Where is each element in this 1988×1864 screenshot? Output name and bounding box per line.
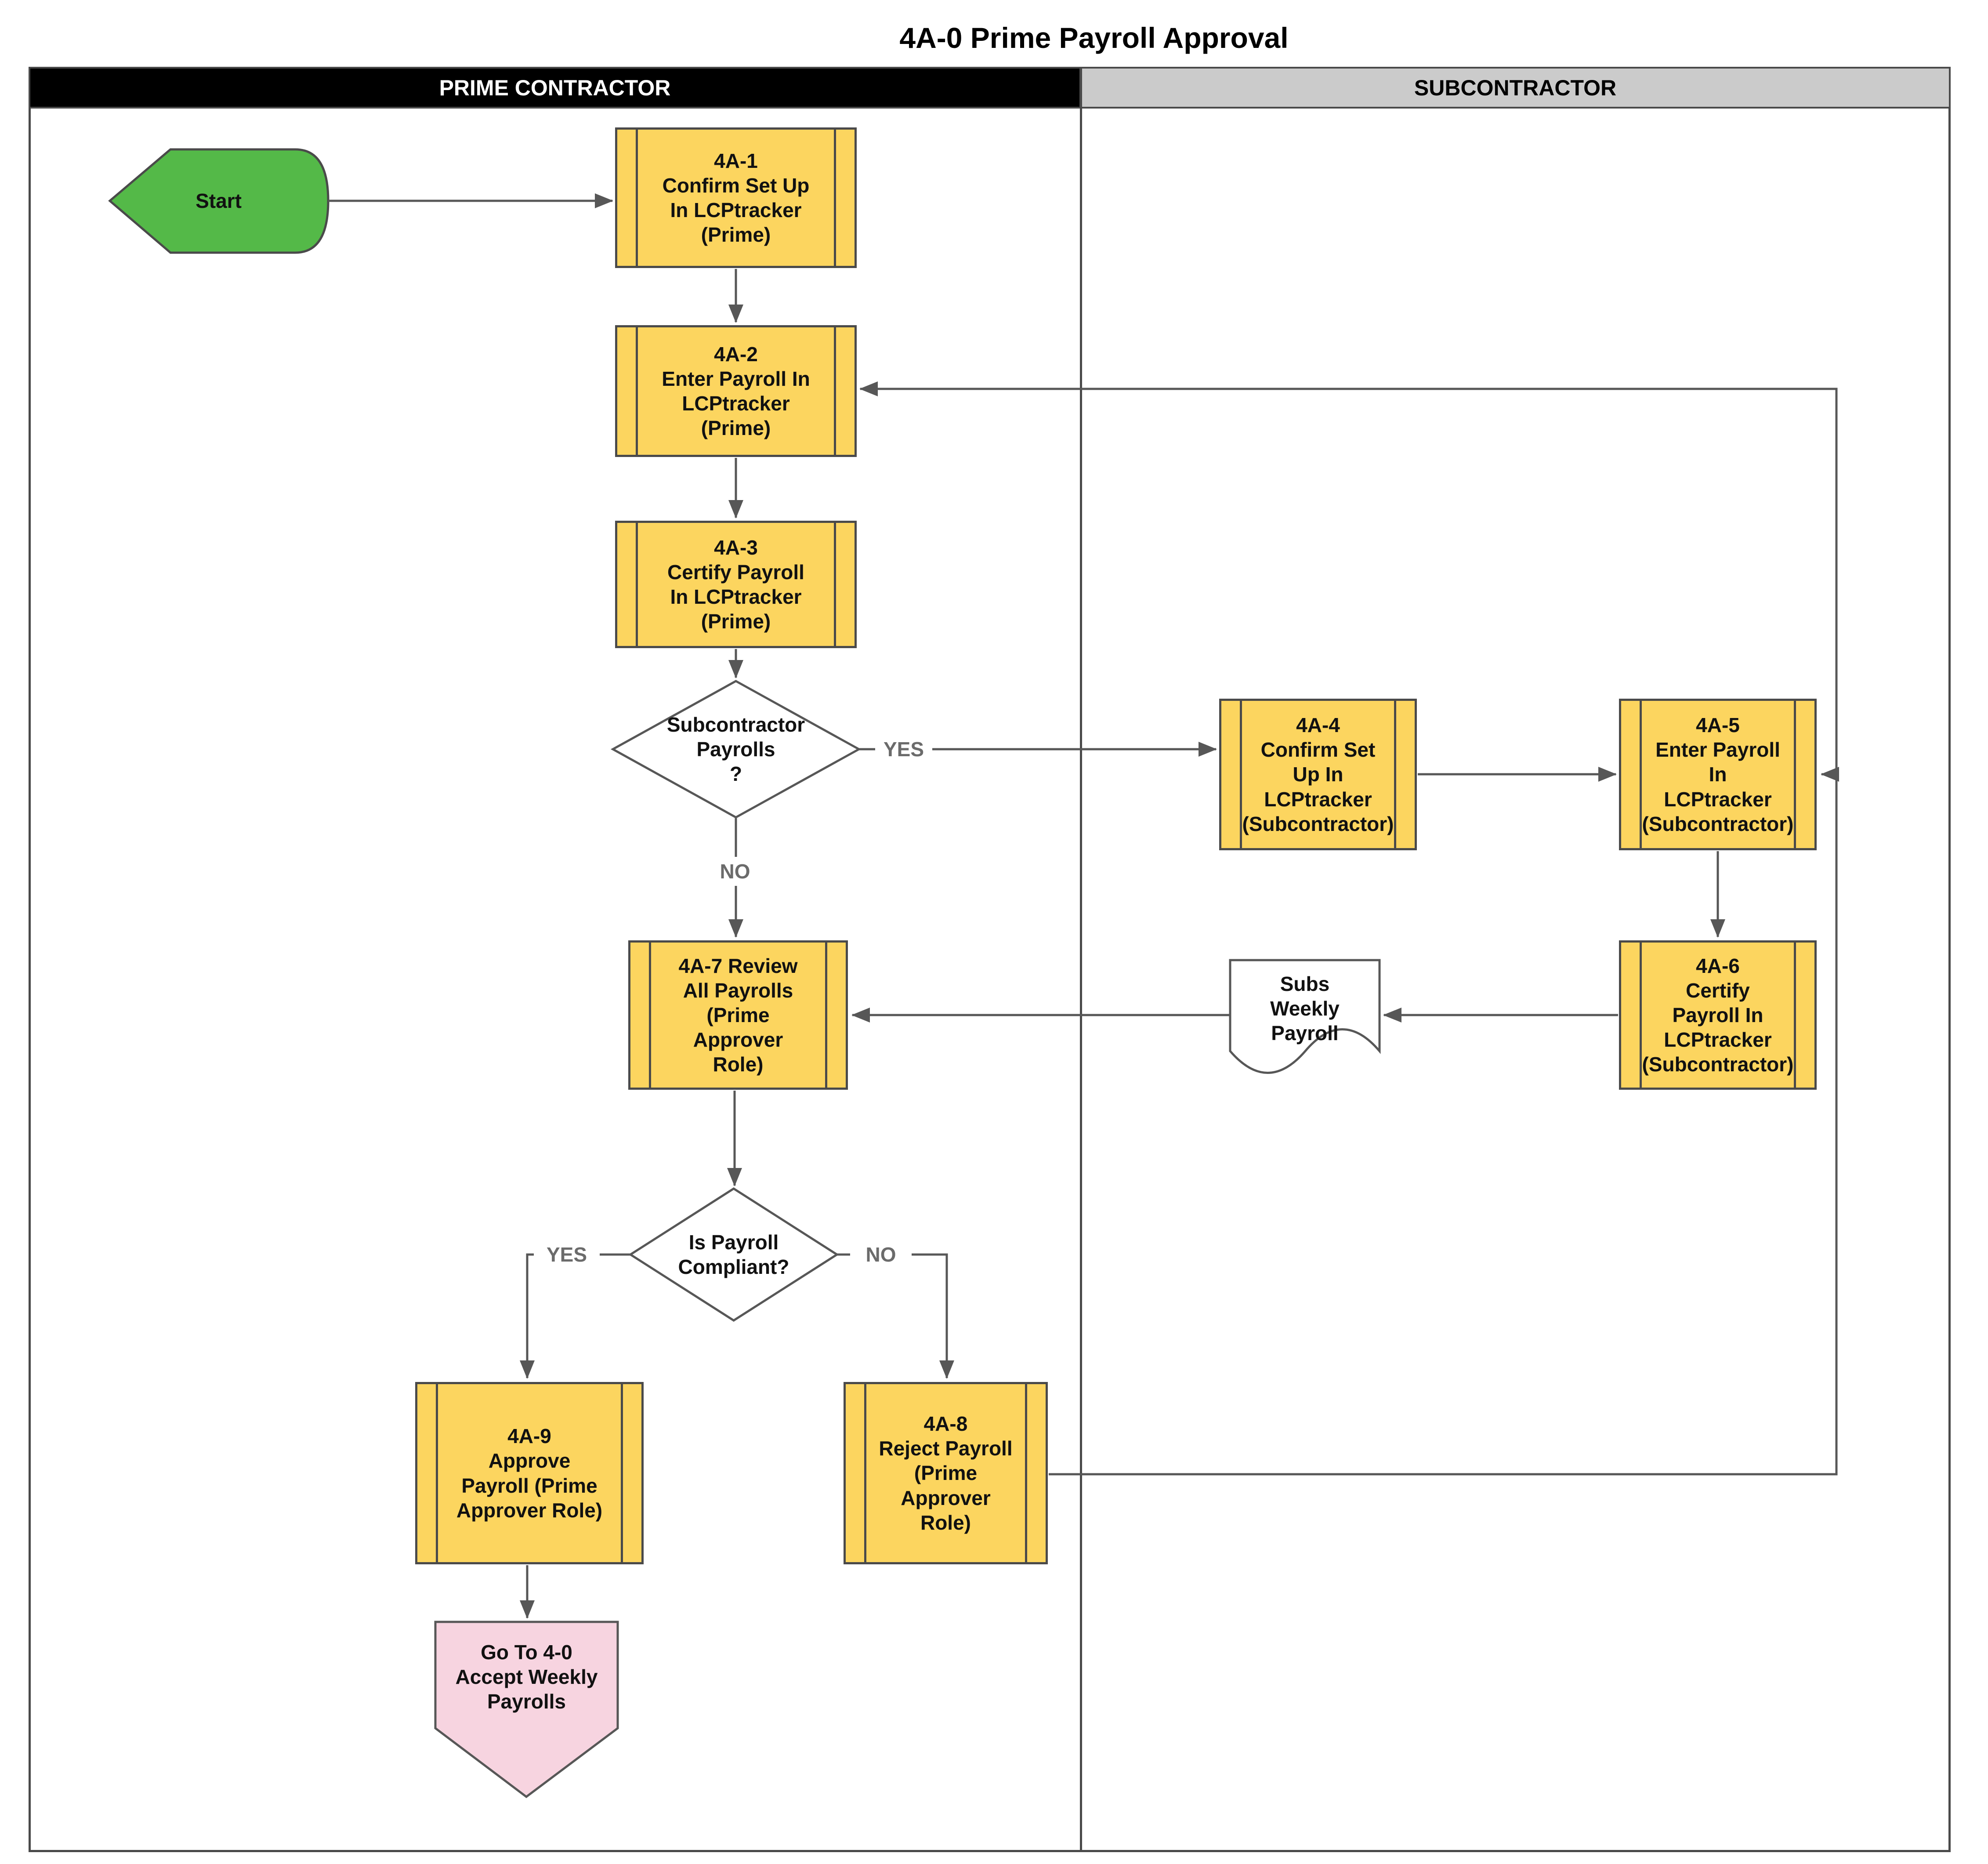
process-step-4a6: 4A-6 Certify Payroll In LCPtracker (Subc…	[1619, 940, 1817, 1090]
decision-is-payroll-compliant: Is Payroll Compliant?	[630, 1189, 837, 1320]
process-bar-left	[649, 943, 651, 1088]
edge-4a8-feedback-to-4a2	[859, 381, 1838, 1476]
process-bar-right	[834, 327, 836, 455]
process-step-4a3: 4A-3 Certify Payroll In LCPtracker (Prim…	[615, 521, 857, 648]
edge-label-decision1-no: NO	[702, 857, 768, 886]
process-step-4a5: 4A-5 Enter Payroll In LCPtracker (Subcon…	[1619, 699, 1817, 850]
process-bar-left	[636, 523, 638, 646]
process-step-4a9-label: 4A-9 Approve Payroll (Prime Approver Rol…	[456, 1425, 603, 1522]
offpage-connector-goto-4-0: Go To 4-0 Accept Weekly Payrolls	[435, 1622, 618, 1732]
edge-decision2-yes-to-4a9	[520, 1253, 630, 1379]
process-bar-right	[1794, 943, 1796, 1088]
process-step-4a1-label: 4A-1 Confirm Set Up In LCPtracker (Prime…	[662, 149, 810, 247]
process-bar-right	[834, 523, 836, 646]
process-bar-right	[1794, 701, 1796, 848]
process-bar-right	[825, 943, 827, 1088]
edge-label-decision2-yes: YES	[534, 1240, 600, 1269]
process-bar-left	[636, 327, 638, 455]
process-bar-right	[1025, 1384, 1027, 1562]
process-step-4a8-label: 4A-8 Reject Payroll (Prime Approver Role…	[879, 1412, 1013, 1534]
process-step-4a1: 4A-1 Confirm Set Up In LCPtracker (Prime…	[615, 127, 857, 268]
decision-is-payroll-compliant-shape	[628, 1187, 839, 1322]
decision-subcontractor-payrolls-shape	[610, 680, 862, 819]
start-terminator: Start	[110, 149, 327, 253]
process-bar-left	[636, 130, 638, 266]
document-subs-weekly-payroll: Subs Weekly Payroll	[1230, 962, 1380, 1055]
process-step-4a8: 4A-8 Reject Payroll (Prime Approver Role…	[844, 1382, 1048, 1564]
lane-divider	[1080, 67, 1082, 1852]
decision-subcontractor-payrolls: Subcontractor Payrolls ?	[613, 681, 859, 817]
process-step-4a4-label: 4A-4 Confirm Set Up In LCPtracker (Subco…	[1242, 714, 1394, 835]
process-step-4a5-label: 4A-5 Enter Payroll In LCPtracker (Subcon…	[1642, 714, 1794, 835]
offpage-connector-label: Go To 4-0 Accept Weekly Payrolls	[455, 1640, 598, 1713]
process-bar-left	[864, 1384, 866, 1562]
process-step-4a2-label: 4A-2 Enter Payroll In LCPtracker (Prime)	[662, 342, 810, 440]
process-step-4a2: 4A-2 Enter Payroll In LCPtracker (Prime)	[615, 325, 857, 457]
decision2-label: Is Payroll Compliant?	[678, 1230, 789, 1278]
process-step-4a3-label: 4A-3 Certify Payroll In LCPtracker (Prim…	[667, 536, 804, 633]
process-bar-right	[1394, 701, 1396, 848]
edge-decision2-no-to-4a8	[837, 1253, 954, 1379]
process-bar-right	[621, 1384, 623, 1562]
process-bar-right	[834, 130, 836, 266]
start-label: Start	[196, 189, 242, 213]
process-step-4a7-label: 4A-7 Review All Payrolls (Prime Approver…	[678, 954, 798, 1076]
edge-label-decision2-no: NO	[850, 1240, 912, 1269]
process-step-4a4: 4A-4 Confirm Set Up In LCPtracker (Subco…	[1219, 699, 1417, 850]
lane-header-prime-contractor: PRIME CONTRACTOR	[29, 67, 1081, 109]
offpage-connector-goto-4-0-shape	[434, 1621, 619, 1799]
process-bar-left	[436, 1384, 438, 1562]
decision1-label: Subcontractor Payrolls ?	[666, 713, 805, 786]
lane-header-sub-label: SUBCONTRACTOR	[1414, 75, 1617, 100]
edge-label-decision1-yes: YES	[875, 735, 932, 764]
process-step-4a9: 4A-9 Approve Payroll (Prime Approver Rol…	[415, 1382, 644, 1564]
process-step-4a6-label: 4A-6 Certify Payroll In LCPtracker (Subc…	[1642, 954, 1794, 1076]
lane-header-prime-label: PRIME CONTRACTOR	[439, 75, 671, 100]
page-title: 4A-0 Prime Payroll Approval	[899, 22, 1289, 54]
process-bar-left	[1640, 701, 1642, 848]
document-subs-weekly-payroll-shape	[1229, 959, 1381, 1074]
process-bar-left	[1640, 943, 1642, 1088]
process-step-4a7: 4A-7 Review All Payrolls (Prime Approver…	[628, 940, 848, 1090]
lane-header-subcontractor: SUBCONTRACTOR	[1080, 67, 1951, 109]
document-label: Subs Weekly Payroll	[1270, 972, 1340, 1045]
process-bar-left	[1240, 701, 1242, 848]
